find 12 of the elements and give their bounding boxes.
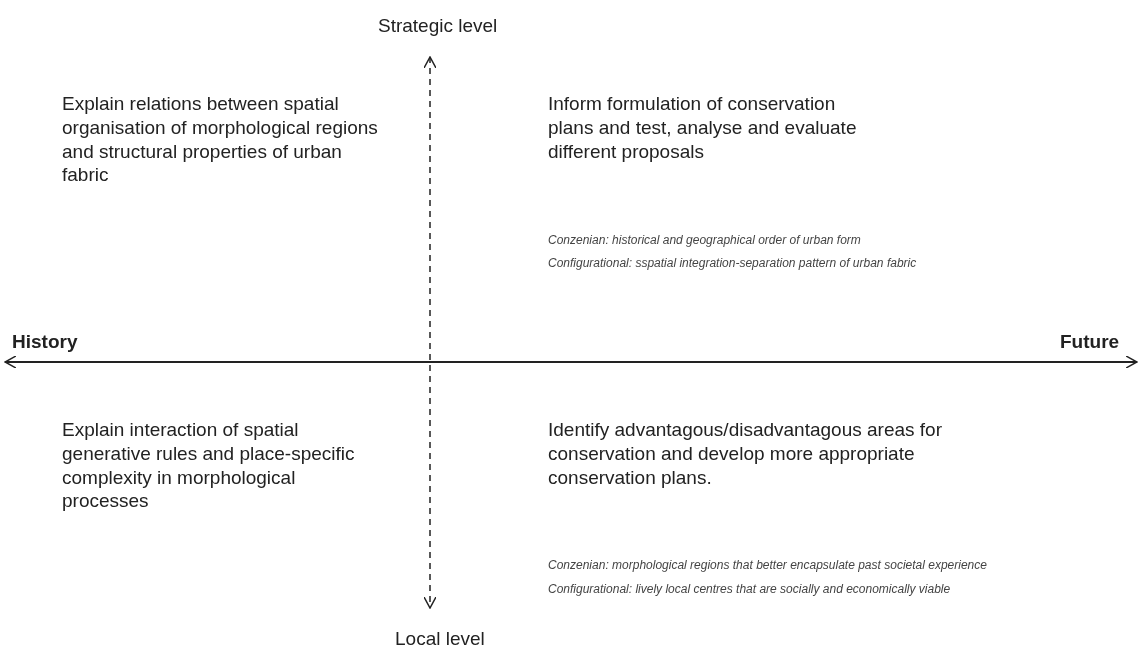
quadrant-text: Inform formulation of conservation plans and test, analyse and evaluate different proposals — [548, 92, 858, 164]
axis-label: Strategic level — [378, 14, 498, 38]
axis-label: Future — [1060, 330, 1120, 354]
note-text: Conzenian: morphological regions that better encapsulate past societal experience — [548, 558, 987, 573]
axis-label: History — [12, 330, 78, 354]
quadrant-text: Explain relations between spatial organisation of morphological regions and structural properties of urban fabric — [62, 92, 379, 187]
note-text: Conzenian: historical and geographical order of urban form — [548, 233, 861, 248]
note-text: Configurational: lively local centres that are socially and economically viable — [548, 582, 951, 597]
quadrant-text: Identify advantagous/disadvantagous areas for conservation and develop more appropriate conservation plans. — [548, 418, 943, 490]
quadrant-text: Explain interaction of spatial generative rules and place-specific complexity in morphological processes — [62, 418, 356, 513]
note-text: Configurational: sspatial integration-separation pattern of urban fabric — [548, 256, 917, 271]
axis-label: Local level — [395, 627, 485, 651]
